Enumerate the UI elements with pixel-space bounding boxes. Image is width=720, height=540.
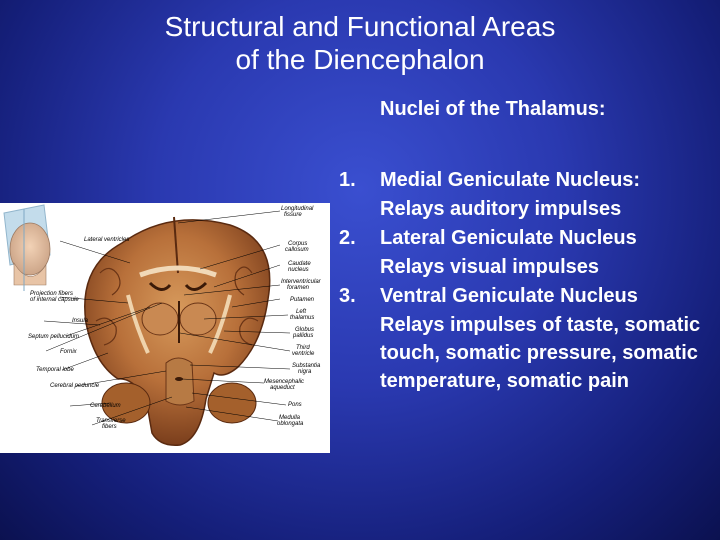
label-medulla: Medulla [279,415,301,421]
title-line-1: Structural and Functional Areas [164,11,556,42]
label-nucleus: nucleus [288,267,309,273]
label-thalamus: thalamus [290,315,315,321]
label-pons: Pons [288,402,302,408]
slide-subtitle: Nuclei of the Thalamus: [380,98,606,120]
thalamus-nuclei-list: 1. Medial Geniculate Nucleus: Relays aud… [339,166,711,395]
item-number: 3. [339,285,356,307]
label-insula: Insula [72,318,89,324]
label-septum-pellucidum: Septum pellucidum [28,334,80,340]
list-item: 3. Ventral Geniculate Nucleus Relays imp… [339,282,711,395]
label-aqueduct: aqueduct [270,385,295,391]
label-fissure: fissure [284,212,302,218]
slide-title: Structural and Functional Areas of the D… [0,10,720,76]
item-name: Lateral Geniculate Nucleus [380,227,637,249]
brain-coronal-section-figure: Lateral ventricles Projection fibers of … [0,203,330,453]
item-detail: Relays impulses of taste, somatic touch,… [380,314,701,392]
label-fibers: fibers [102,424,117,430]
label-putamen: Putamen [290,297,315,303]
label-third: Third [296,345,310,351]
brain-section [84,216,271,446]
label-callosum: callosum [285,247,309,253]
item-name: Medial Geniculate Nucleus: [380,169,641,191]
label-caudate: Caudate [288,261,311,267]
label-corpus: Corpus [288,241,308,247]
item-name: Ventral Geniculate Nucleus [380,285,638,307]
item-number: 1. [339,169,356,191]
label-longitudinal: Longitudinal [281,206,314,212]
label-interventricular: Interventricular [281,279,321,285]
item-detail: Relays auditory impulses [380,198,622,220]
label-fornix: Fornix [60,349,77,355]
label-mesencephalic: Mesencephalic [264,379,305,385]
label-projection-fibers: Projection fibers [30,291,74,297]
head-orientation-inset [3,204,51,291]
label-nigra: nigra [298,369,312,375]
label-lateral-ventricles: Lateral ventricles [84,237,130,243]
list-item: 2. Lateral Geniculate Nucleus Relays vis… [339,224,711,282]
item-number: 2. [339,227,356,249]
label-ventricle: ventricle [292,351,315,357]
list-item: 1. Medial Geniculate Nucleus: Relays aud… [339,166,711,224]
item-detail: Relays visual impulses [380,256,600,278]
label-pallidus: pallidus [293,333,314,339]
leader-lines [43,210,291,426]
title-line-2: of the Diencephalon [235,44,485,75]
label-cerebellum: Cerebellum [90,403,121,409]
label-cerebral-peduncle: Cerebral peduncle [50,383,100,389]
label-temporal-lobe: Temporal lobe [36,367,74,373]
label-globus: Globus [295,327,315,333]
label-foramen: foramen [287,285,310,291]
label-internal-capsule: of internal capsule [30,297,79,303]
label-transverse: Transverse [96,418,126,424]
brain-illustration [3,204,291,446]
label-oblongata: oblongata [277,421,304,427]
label-substantia: Substantia [292,363,321,369]
label-left: Left [296,309,307,315]
